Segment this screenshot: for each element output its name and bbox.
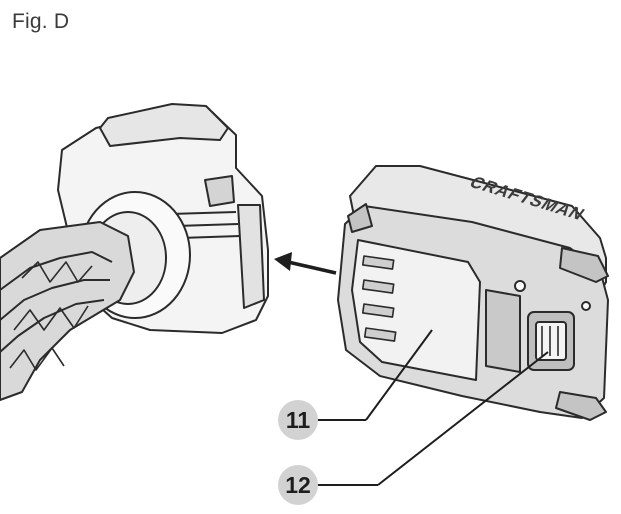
callout-12-number: 12 <box>285 472 311 498</box>
callout-11: 11 <box>278 329 433 440</box>
insertion-arrow <box>274 252 337 275</box>
callout-12: 12 <box>278 351 549 505</box>
callout-11-circle <box>278 400 318 440</box>
callout-12-circle <box>278 465 318 505</box>
tool-housing <box>0 103 269 401</box>
callout-12-pointer <box>377 351 549 486</box>
callout-11-number: 11 <box>286 407 311 433</box>
figure-label: Fig. D <box>12 10 70 33</box>
callout-11-pointer <box>365 329 433 421</box>
